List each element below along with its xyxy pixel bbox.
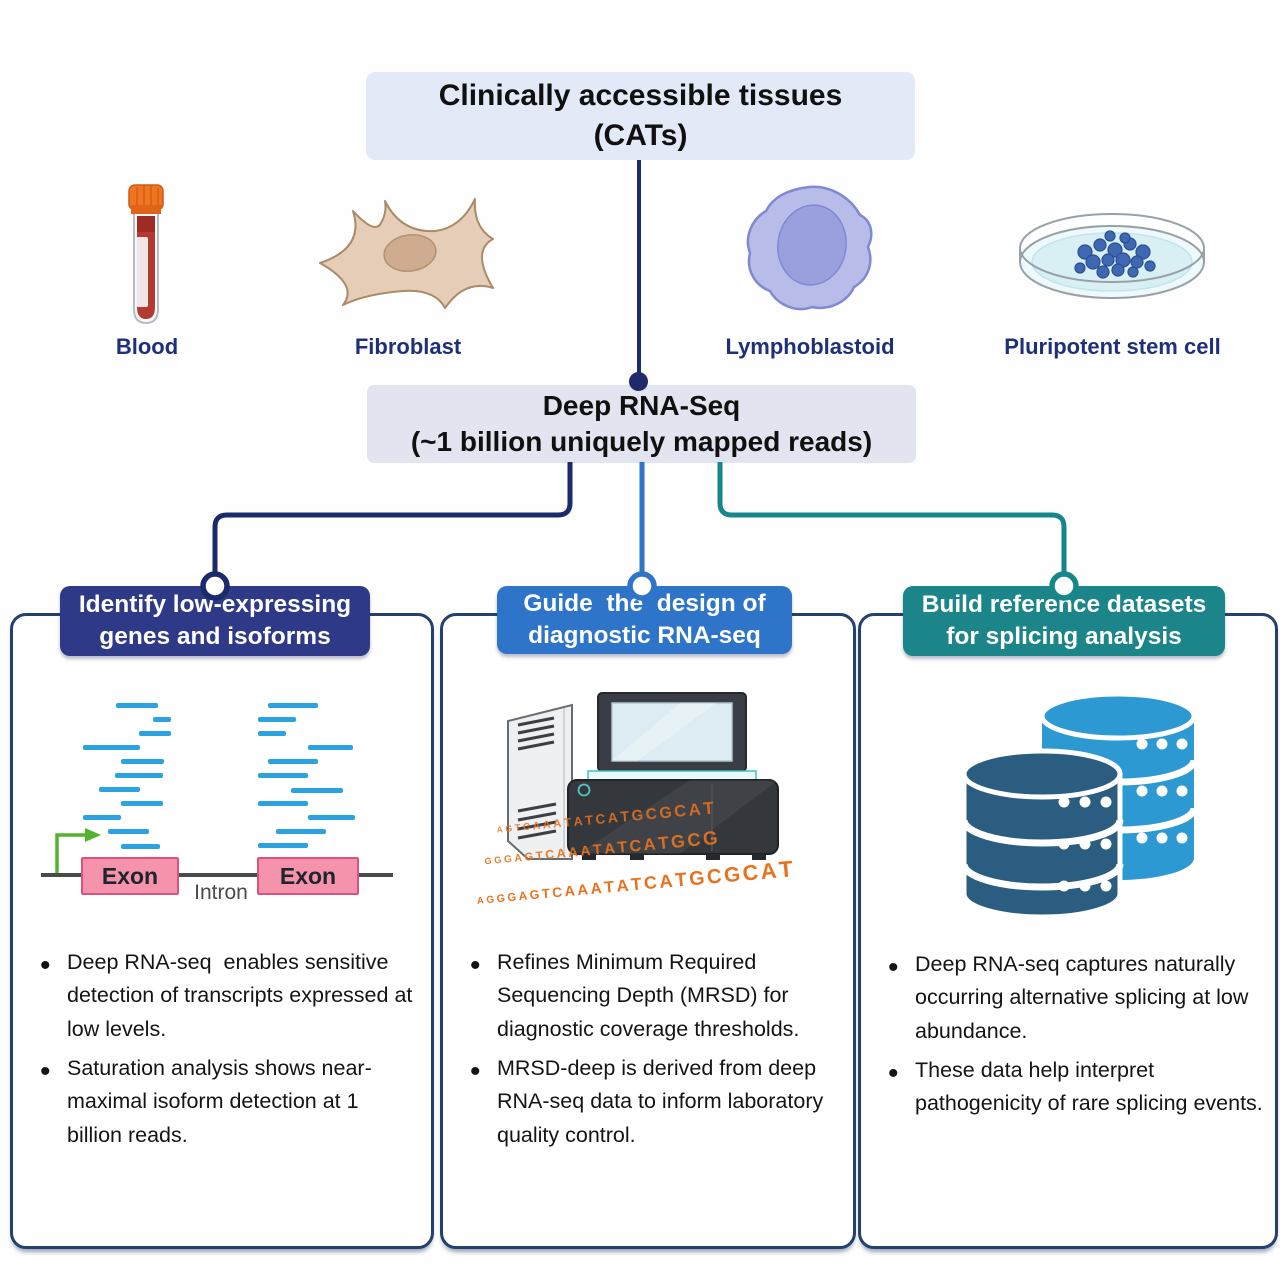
lymphoblastoid-icon (746, 185, 873, 311)
deep-rna-seq-box: Deep RNA-Seq (~1 billion uniquely mapped… (367, 385, 916, 463)
tissue-label-fibroblast: Fibroblast (354, 334, 462, 359)
hub-connector-dot (629, 372, 648, 391)
card1-bullet-list: Deep RNA-seq enables sensitive detection… (31, 943, 419, 1158)
cell-colonies (1074, 230, 1156, 279)
gene-line (41, 873, 393, 877)
pluripotent-stem-cell-dish-icon (1019, 213, 1205, 299)
card3-bullet-1: Deep RNA-seq captures naturally occurrin… (879, 945, 1263, 1048)
card-guide-design: AGTCAAATATCATGCGCAT GGGAGTCAAATATCATGCG … (440, 613, 856, 1249)
card1-bullet-1: Deep RNA-seq enables sensitive detection… (31, 943, 419, 1046)
tissue-label-pluripotent-stem-cell: Pluripotent stem cell (1004, 334, 1221, 359)
tissue-label-blood: Blood (115, 334, 179, 359)
card2-bullet-2: MRSD-deep is derived from deep RNA-seq d… (461, 1049, 841, 1152)
card3-bullet-2: These data help interpret pathogenicity … (879, 1051, 1263, 1121)
database-illustration (946, 686, 1216, 926)
card3-bullet-list: Deep RNA-seq captures naturally occurrin… (879, 945, 1263, 1127)
card3-header-line1: Build reference datasets (921, 591, 1207, 619)
exon-box-2: Exon (257, 857, 359, 895)
card1-bullet-2: Saturation analysis shows near-maximal i… (31, 1049, 419, 1152)
clinically-accessible-tissues-box: Clinically accessible tissues (CATs) (366, 72, 915, 160)
blood-tube-icon (128, 184, 164, 325)
tissue-label-lymphoblastoid: Lymphoblastoid (725, 334, 895, 359)
transcription-start-arrow-icon (55, 828, 101, 877)
card1-header-line2: genes and isoforms (99, 623, 331, 650)
exon1-label: Exon (101, 862, 159, 889)
card2-bullet-list: Refines Minimum Required Sequencing Dept… (461, 943, 841, 1158)
card-identify-low-expressing: Exon Exon Intron Deep RNA-seq enables se… (10, 613, 434, 1249)
figure-title-line2: (CATs) (593, 119, 688, 152)
sequencer-illustration: AGTCAAATATCATGCGCAT GGGAGTCAAATATCATGCG … (468, 691, 848, 913)
card-header-identify-low-expressing: Identify low-expressing genes and isofor… (60, 586, 370, 656)
card2-header-line1: Guide the design of (523, 590, 766, 618)
database-front-stack (960, 748, 1124, 920)
intron-label: Intron (194, 881, 248, 904)
exon-box-1: Exon (81, 857, 179, 895)
gene-model-illustration: Exon Exon Intron (31, 693, 406, 933)
database-stacks-icon (960, 691, 1198, 920)
hub-title-line1: Deep RNA-Seq (542, 389, 741, 421)
card2-bullet-1: Refines Minimum Required Sequencing Dept… (461, 943, 841, 1046)
figure-title-line1: Clinically accessible tissues (438, 79, 843, 113)
card3-header-line2: for splicing analysis (946, 623, 1182, 650)
card-header-guide-design: Guide the design of diagnostic RNA-seq (497, 586, 792, 654)
card-header-build-reference: Build reference datasets for splicing an… (903, 586, 1225, 656)
cats-to-hub-connector (637, 159, 641, 387)
card-build-reference: Deep RNA-seq captures naturally occurrin… (858, 613, 1278, 1249)
exon2-label: Exon (279, 862, 337, 889)
hub-title-line2: (~1 billion uniquely mapped reads) (410, 426, 873, 457)
dna-sequencer-icon (507, 692, 779, 860)
fibroblast-icon (319, 198, 494, 309)
card1-header-line1: Identify low-expressing (78, 591, 352, 619)
card2-header-line2: diagnostic RNA-seq (528, 622, 761, 649)
